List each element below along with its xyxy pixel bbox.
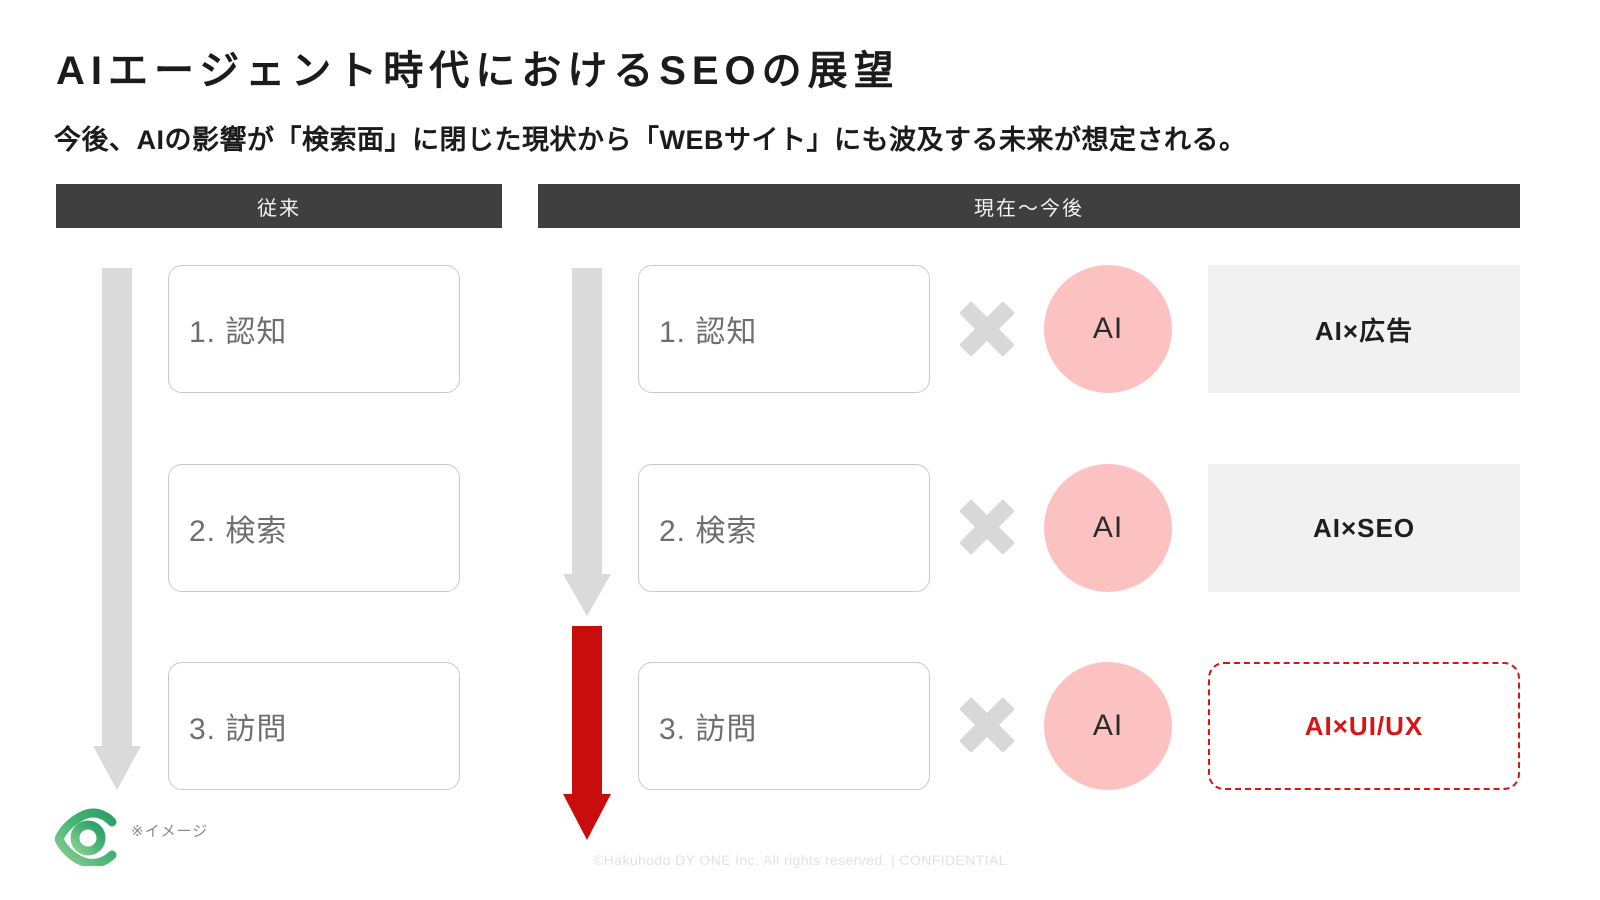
arrow-head xyxy=(563,794,611,840)
ai-circle-1: AI xyxy=(1044,265,1172,393)
page-subtitle: 今後、AIの影響が「検索面」に閉じた現状から「WEBサイト」にも波及する未来が想… xyxy=(54,125,1247,155)
multiply-x-icon-1 xyxy=(956,298,1018,360)
ai-circle-label: AI xyxy=(1092,312,1124,345)
result-label: AI×SEO xyxy=(1312,512,1416,543)
footer-copyright: ©Hakuhodo DY ONE Inc. All rights reserve… xyxy=(593,852,1007,868)
ai-circle-label: AI xyxy=(1092,709,1124,742)
step-box-present-1[interactable]: 1. 認知 xyxy=(638,265,930,393)
column-header-conventional: 従来 xyxy=(56,184,502,228)
down-arrow-icon-present xyxy=(563,268,611,616)
arrow-head xyxy=(93,746,141,790)
multiply-x-icon-3 xyxy=(956,694,1018,756)
step-label: 3. 訪問 xyxy=(189,713,288,746)
result-box-ai-seo[interactable]: AI×SEO xyxy=(1208,464,1520,592)
column-header-present-future-label: 現在〜今後 xyxy=(974,197,1084,220)
ai-circle-label: AI xyxy=(1092,511,1124,544)
result-box-ai-advertising[interactable]: AI×広告 xyxy=(1208,265,1520,393)
company-logo-eye-icon xyxy=(54,808,119,868)
result-box-ai-uiux[interactable]: AI×UI/UX xyxy=(1208,662,1520,790)
arrow-shaft xyxy=(102,268,132,746)
multiply-x-icon-2 xyxy=(956,496,1018,558)
step-label: 3. 訪問 xyxy=(659,713,758,746)
down-arrow-icon-future-highlight xyxy=(563,626,611,840)
column-header-present-future: 現在〜今後 xyxy=(538,184,1520,228)
step-box-present-3[interactable]: 3. 訪問 xyxy=(638,662,930,790)
step-box-conventional-3[interactable]: 3. 訪問 xyxy=(168,662,460,790)
image-disclaimer-note: ※イメージ xyxy=(131,823,209,840)
arrow-shaft xyxy=(572,626,602,794)
step-label: 1. 認知 xyxy=(189,316,288,349)
step-label: 1. 認知 xyxy=(659,316,758,349)
result-label: AI×広告 xyxy=(1314,315,1414,346)
page-title: AIエージェント時代におけるSEOの展望 xyxy=(56,49,900,93)
column-header-conventional-label: 従来 xyxy=(257,197,301,220)
ai-circle-2: AI xyxy=(1044,464,1172,592)
step-label: 2. 検索 xyxy=(659,515,758,548)
arrow-head xyxy=(563,574,611,616)
arrow-shaft xyxy=(572,268,602,574)
down-arrow-icon-conventional xyxy=(93,268,141,790)
ai-circle-3: AI xyxy=(1044,662,1172,790)
result-label: AI×UI/UX xyxy=(1304,710,1424,741)
step-label: 2. 検索 xyxy=(189,515,288,548)
step-box-present-2[interactable]: 2. 検索 xyxy=(638,464,930,592)
step-box-conventional-1[interactable]: 1. 認知 xyxy=(168,265,460,393)
step-box-conventional-2[interactable]: 2. 検索 xyxy=(168,464,460,592)
